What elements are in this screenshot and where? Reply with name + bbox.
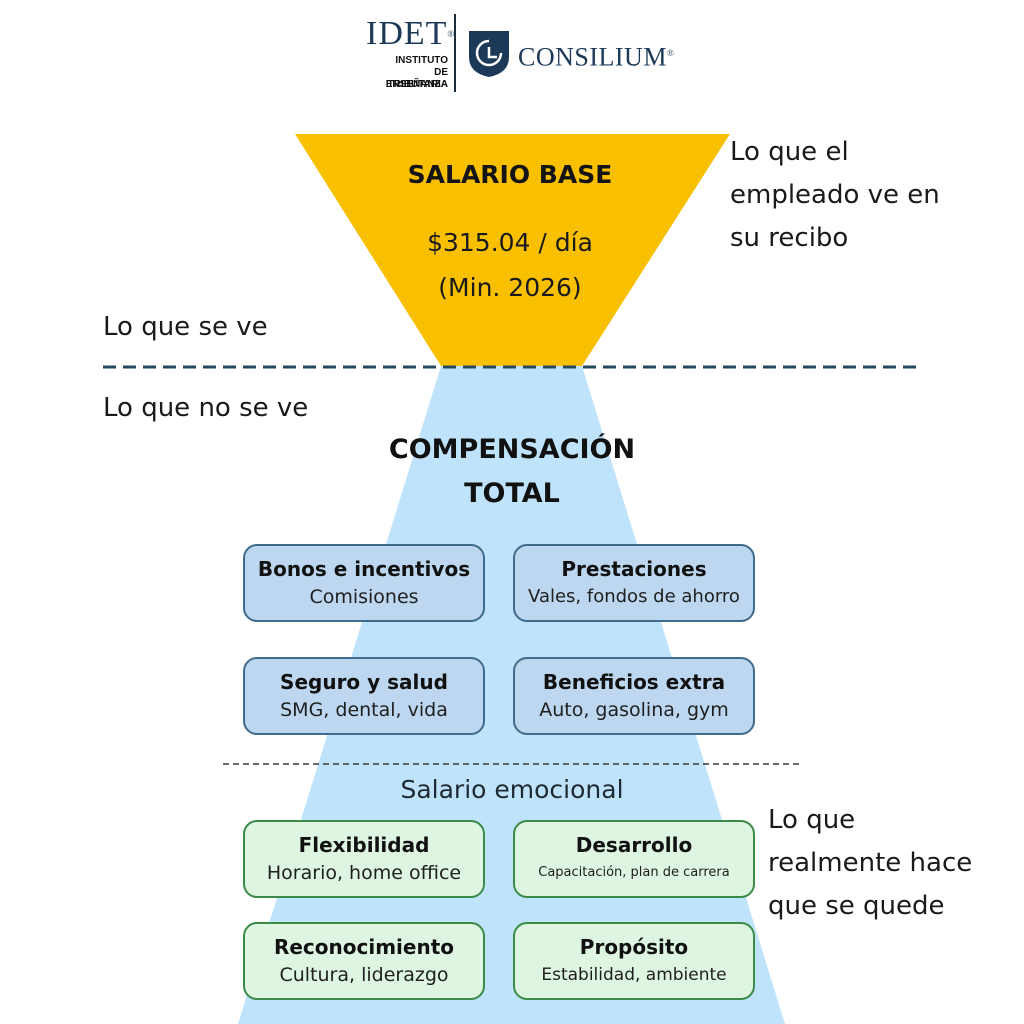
card-bonos-incentivos: Bonos e incentivos Comisiones [243,544,485,622]
receipt-note-line-1: Lo que el [730,137,849,167]
card-subtitle: Horario, home office [266,862,462,884]
base-salary-title: SALARIO BASE [407,160,613,189]
card-seguro-salud: Seguro y salud SMG, dental, vida [243,657,485,735]
receipt-note: Lo que el empleado ve en su recibo [730,131,940,260]
retention-note-line-1: Lo que [768,805,856,835]
card-subtitle: Estabilidad, ambiente [541,965,727,985]
card-title: Desarrollo [575,833,693,857]
receipt-note-line-3: su recibo [730,223,849,253]
card-title: Flexibilidad [298,833,430,857]
card-subtitle: Auto, gasolina, gym [539,699,729,721]
emotional-salary-title: Salario emocional [400,775,624,804]
total-compensation-title-line-2: TOTAL [464,478,560,509]
card-subtitle: SMG, dental, vida [280,699,448,721]
idet-wordmark: IDET® [366,15,456,52]
unseen-label: Lo que no se ve [103,393,309,423]
logo-divider [454,14,456,92]
funnel-top-shape [295,134,730,366]
card-title: Bonos e incentivos [257,557,471,581]
base-salary-note: (Min. 2026) [438,273,582,302]
card-title: Seguro y salud [280,670,448,694]
retention-note-line-2: realmente hace [768,848,973,878]
idet-line-3: TRIBUTARIA [387,79,448,90]
idet-line-1: INSTITUTO [395,55,448,66]
retention-note: Lo que realmente hace que se quede [768,799,972,928]
consilium-wordmark: CONSILIUM® [518,42,675,72]
seen-label: Lo que se ve [103,312,268,342]
consilium-emblem-icon [469,31,509,77]
card-title: Reconocimiento [273,935,455,959]
total-compensation-title: COMPENSACIÓN TOTAL [330,428,694,516]
card-subtitle: Comisiones [309,586,419,608]
card-title: Prestaciones [561,557,707,581]
card-title: Beneficios extra [542,670,726,694]
card-desarrollo: Desarrollo Capacitación, plan de carrera [513,820,755,898]
card-title: Propósito [579,935,689,959]
receipt-note-line-2: empleado ve en [730,180,940,210]
card-prestaciones: Prestaciones Vales, fondos de ahorro [513,544,755,622]
card-proposito: Propósito Estabilidad, ambiente [513,922,755,1000]
card-subtitle: Cultura, liderazgo [279,964,449,986]
total-compensation-title-line-1: COMPENSACIÓN [388,434,636,465]
card-beneficios-extra: Beneficios extra Auto, gasolina, gym [513,657,755,735]
idet-line-2: DE ENSEÑANZA [385,67,448,90]
retention-note-line-3: que se quede [768,891,945,921]
base-salary-amount: $315.04 / día [427,228,593,257]
card-subtitle: Capacitación, plan de carrera [538,865,730,880]
card-subtitle: Vales, fondos de ahorro [528,586,740,607]
card-reconocimiento: Reconocimiento Cultura, liderazgo [243,922,485,1000]
card-flexibilidad: Flexibilidad Horario, home office [243,820,485,898]
